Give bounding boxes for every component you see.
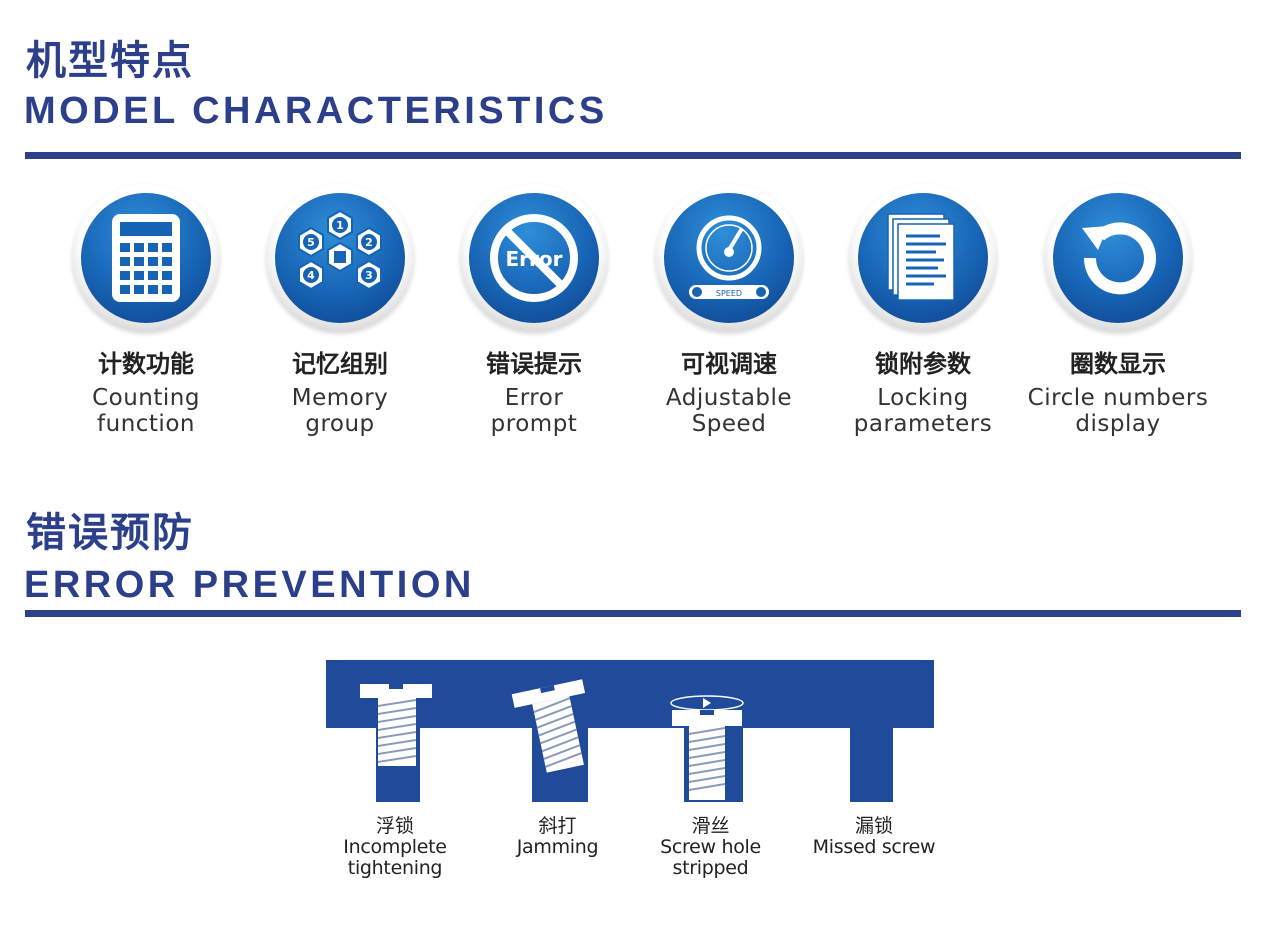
screw-stripped-icon	[670, 695, 744, 800]
error-icon-text: Error	[506, 247, 563, 271]
feature-label-cn: 计数功能	[98, 350, 194, 378]
feature-label-cn: 错误提示	[486, 350, 582, 378]
feature-label-en: Locking parameters	[853, 385, 993, 437]
section2-title-cn: 错误预防	[26, 510, 194, 556]
feature-label-en: Memory group	[291, 385, 389, 437]
feature-counting: 计数功能 Counting function	[66, 184, 226, 437]
circular-arrow-icon	[1053, 193, 1183, 323]
screw-jamming-icon	[511, 679, 586, 773]
calculator-icon	[81, 193, 211, 323]
feature-label-cn: 圈数显示	[1070, 350, 1166, 378]
speed-gauge-icon: SPEED	[664, 193, 794, 323]
section2-title-en: ERROR PREVENTION	[24, 564, 475, 606]
memory-number-4: 4	[307, 269, 315, 282]
section-title-en: MODEL CHARACTERISTICS	[24, 90, 608, 132]
feature-label-en: Error prompt	[490, 385, 578, 437]
feature-label-en: Adjustable Speed	[665, 385, 793, 437]
screw-incomplete-icon	[360, 684, 432, 766]
feature-memory-group: 1 2 3 4 5 记忆组别 Memory group	[260, 184, 420, 437]
memory-number-3: 3	[365, 269, 373, 282]
error-label-stripped: 滑丝 Screw hole stripped	[660, 815, 761, 879]
error-icon: Error	[469, 193, 599, 323]
speed-icon-text: SPEED	[716, 289, 742, 298]
feature-label-cn: 锁附参数	[875, 350, 971, 378]
memory-number-1: 1	[336, 219, 344, 232]
feature-error-prompt: Error 错误提示 Error prompt	[454, 184, 614, 437]
feature-circle-numbers: 圈数显示 Circle numbers display	[1018, 184, 1218, 437]
feature-label-en: Circle numbers display	[1027, 385, 1209, 437]
error-label-incomplete: 浮锁 Incomplete tightening	[343, 815, 447, 879]
section2-divider	[25, 610, 1241, 617]
feature-label-cn: 记忆组别	[292, 350, 388, 378]
error-prevention-diagram	[326, 660, 934, 805]
error-label-missed: 漏锁 Missed screw	[812, 815, 936, 858]
memory-group-icon: 1 2 3 4 5	[275, 193, 405, 323]
memory-number-5: 5	[307, 236, 315, 249]
section-title-cn: 机型特点	[26, 38, 194, 84]
feature-adjustable-speed: SPEED 可视调速 Adjustable Speed	[649, 184, 809, 437]
document-stack-icon	[858, 193, 988, 323]
feature-label-en: Counting function	[92, 385, 200, 437]
feature-label-cn: 可视调速	[681, 350, 777, 378]
error-label-jamming: 斜打 Jamming	[516, 815, 599, 858]
section-divider	[25, 152, 1241, 159]
feature-locking-parameters: 锁附参数 Locking parameters	[843, 184, 1003, 437]
memory-number-2: 2	[365, 236, 373, 249]
